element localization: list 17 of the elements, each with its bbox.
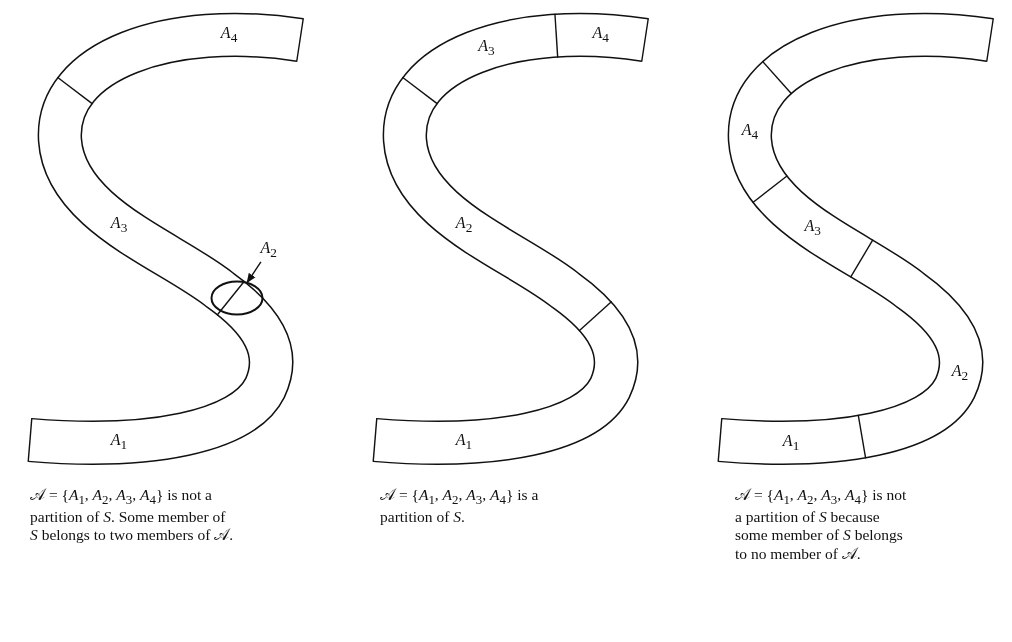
region-label: A$_{1}$ <box>455 432 473 452</box>
caption-text: 𝒜 = {A$_{1}$, A$_{2}$, A$_{3}$, A$_{4}$} is not a partition of S. Some member of S belongs to two members of 𝒜. <box>30 486 235 545</box>
region-label: A$_{2}$ <box>951 363 969 383</box>
region-label: A$_{4}$ <box>220 25 238 45</box>
arrow <box>246 261 262 284</box>
region-label: A$_{1}$ <box>110 432 128 452</box>
caption-text: 𝒜 = {A$_{1}$, A$_{2}$, A$_{3}$, A$_{4}$} is a partition of S. <box>380 486 540 527</box>
region-label: A$_{1}$ <box>782 432 800 453</box>
region-label: A$_{4}$ <box>592 25 609 46</box>
region-label: A$_{2}$ <box>260 240 277 260</box>
region-label: A$_{4}$ <box>741 121 759 142</box>
caption-text: 𝒜 = {A$_{1}$, A$_{2}$, A$_{3}$, A$_{4}$} is not a partition of S because some member of S belongs to no member of 𝒜. <box>735 486 908 564</box>
region-label: A$_{2}$ <box>455 215 473 235</box>
overlap-ellipse <box>209 280 264 317</box>
region-label: A$_{3}$ <box>478 38 495 58</box>
region-label: A$_{3}$ <box>804 218 821 238</box>
region-label: A$_{3}$ <box>110 215 128 235</box>
